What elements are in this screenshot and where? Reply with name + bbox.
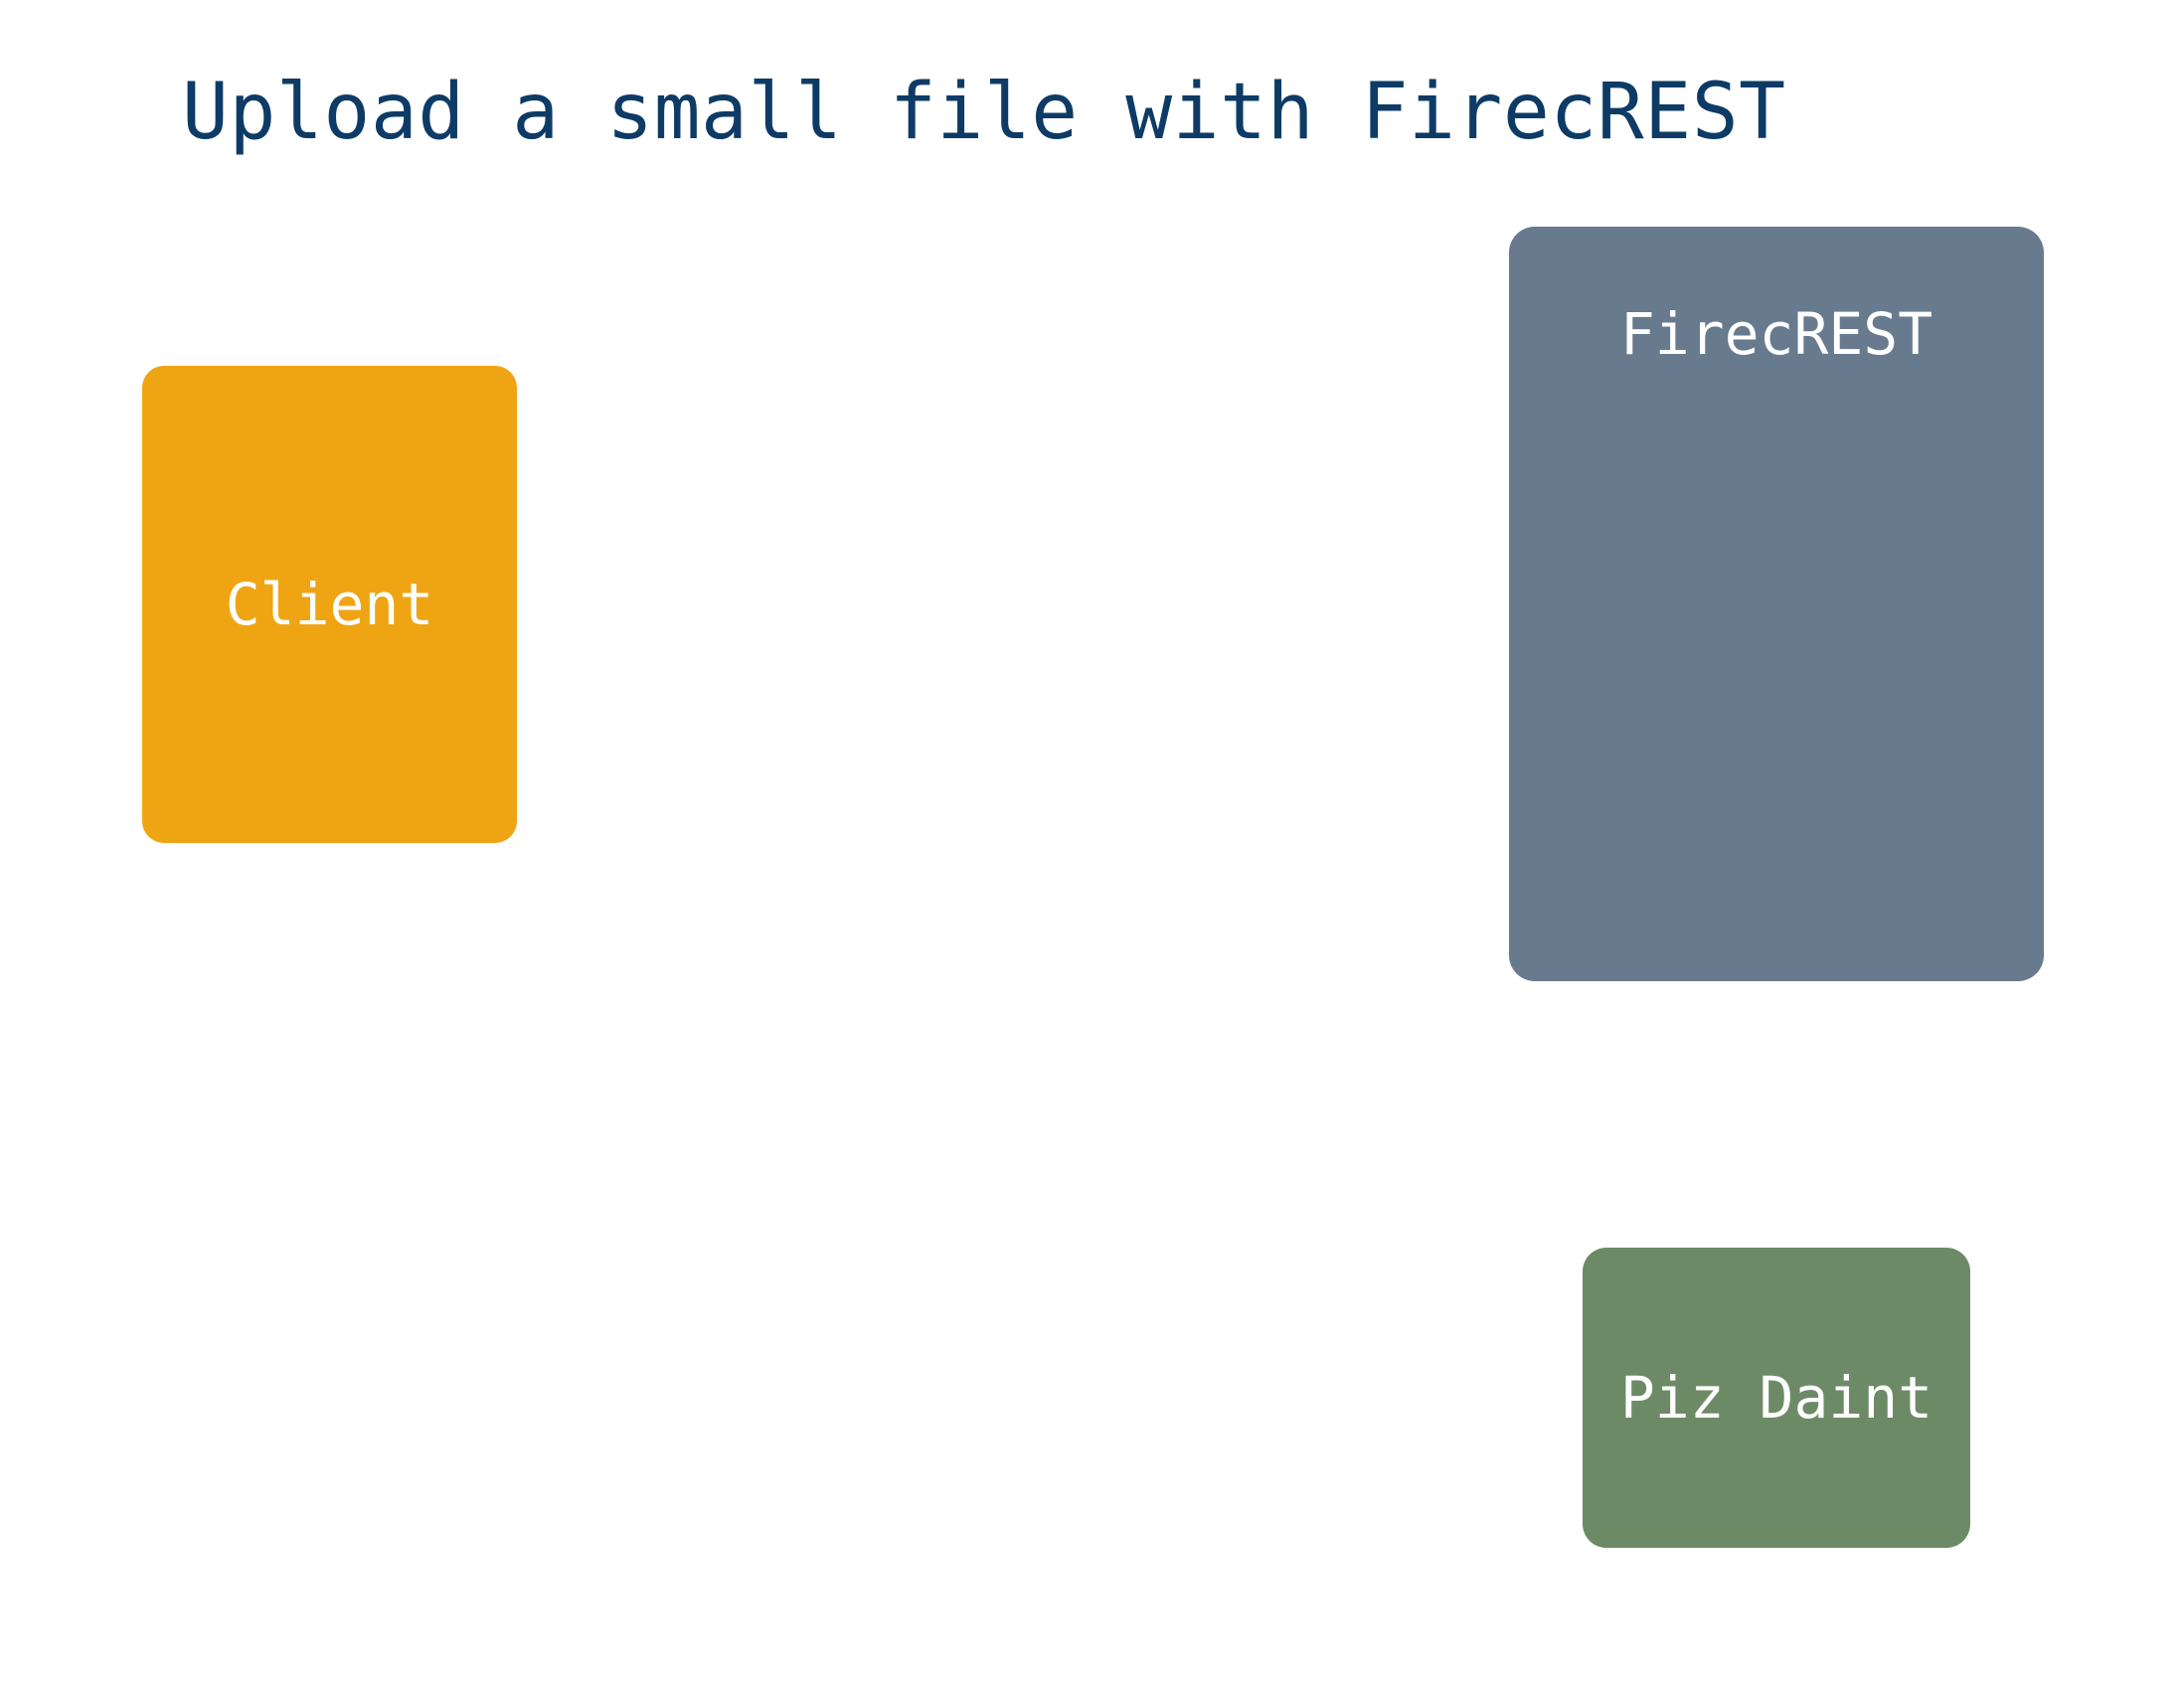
node-client[interactable]: Client — [142, 366, 517, 843]
node-piz-daint[interactable]: Piz Daint — [1583, 1248, 1970, 1548]
diagram-title: Upload a small file with FirecREST — [182, 68, 1786, 157]
node-client-label: Client — [225, 571, 434, 638]
node-firecrest-label: FirecREST — [1619, 300, 1933, 368]
node-firecrest[interactable]: FirecREST — [1509, 227, 2044, 981]
node-piz-daint-label: Piz Daint — [1619, 1364, 1933, 1432]
